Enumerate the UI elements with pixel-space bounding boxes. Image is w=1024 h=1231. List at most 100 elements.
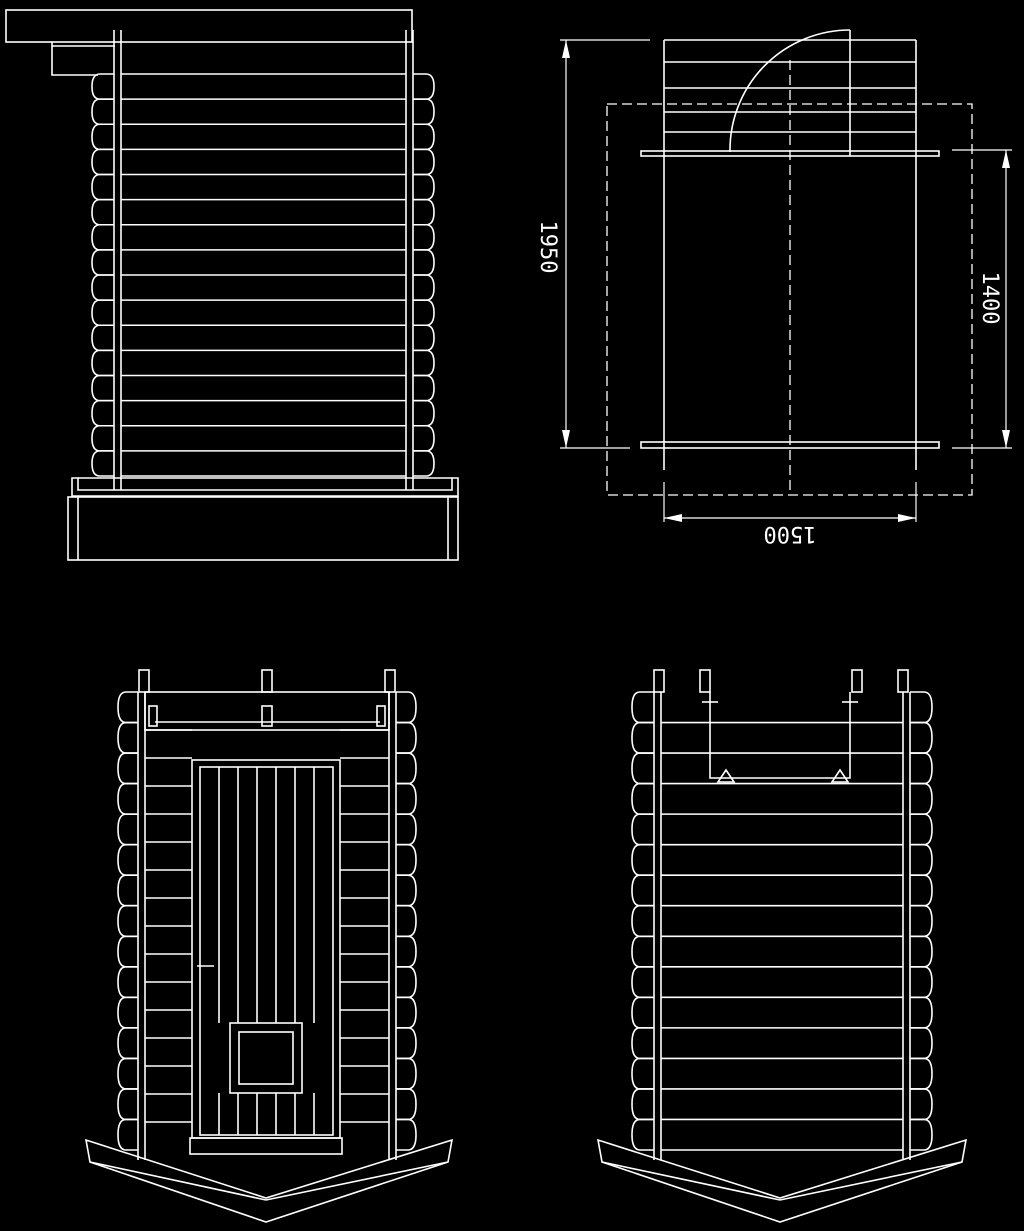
roof-beam-end-center xyxy=(261,669,273,693)
log-end-right xyxy=(396,966,417,999)
log-end-right xyxy=(910,1118,933,1151)
log-end-left xyxy=(91,223,114,251)
log-end-right xyxy=(910,843,933,876)
plan-view: 1950 1400 1500 xyxy=(535,29,1012,546)
door-threshold xyxy=(189,1137,343,1155)
log-end-right xyxy=(413,148,435,176)
door-swing-arc xyxy=(729,29,851,153)
log-end-left xyxy=(631,1088,654,1121)
log-end-right xyxy=(396,721,417,754)
log-end-left xyxy=(117,752,138,785)
log-end-left xyxy=(117,874,138,907)
log-end-right xyxy=(413,299,435,327)
rear-support-left xyxy=(716,768,736,783)
log-end-right xyxy=(910,721,933,754)
log-end-right xyxy=(910,813,933,846)
rear-support-right xyxy=(830,768,850,783)
plan-sill-top xyxy=(640,150,940,157)
log-end-right xyxy=(910,904,933,938)
log-end-right xyxy=(413,399,435,427)
log-end-left xyxy=(631,721,654,754)
log-end-left xyxy=(91,73,114,100)
log-end-right xyxy=(413,223,435,251)
log-end-left xyxy=(631,1118,654,1151)
log-end-right xyxy=(396,935,417,968)
front-log-courses xyxy=(117,691,417,1151)
log-end-left xyxy=(631,904,654,938)
rear-base-inner xyxy=(601,1161,781,1201)
log-end-left xyxy=(117,843,138,876)
log-end-left xyxy=(91,148,114,176)
log-end-left xyxy=(631,813,654,846)
log-end-right xyxy=(396,1118,417,1151)
log-end-right xyxy=(413,173,435,201)
log-end-left xyxy=(631,1027,654,1060)
roof-beam-end-right xyxy=(384,669,396,693)
log-end-right xyxy=(413,274,435,301)
log-end-left xyxy=(117,1118,138,1151)
log-end-left xyxy=(117,935,138,968)
dim-1500-arrow-left xyxy=(664,514,682,522)
gable-frame xyxy=(144,691,390,731)
log-end-right xyxy=(413,450,435,477)
side-elevation-view xyxy=(5,9,459,561)
log-end-right xyxy=(910,782,933,815)
log-end-right xyxy=(396,752,417,785)
log-end-left xyxy=(117,721,138,754)
rear-log-courses xyxy=(631,691,933,1151)
door-frame xyxy=(191,759,341,1139)
roof-beam-end-left xyxy=(138,669,150,693)
log-end-right xyxy=(910,1057,933,1090)
log-end-left xyxy=(91,249,114,276)
dim-1950-arrow-bottom xyxy=(562,430,570,448)
plan-sill-bottom xyxy=(640,441,940,449)
log-end-left xyxy=(117,1088,138,1121)
front-elevation-view xyxy=(84,669,454,1223)
log-end-right xyxy=(396,843,417,876)
dim-1950-arrow-top xyxy=(562,40,570,58)
dimension-1500-label: 1500 xyxy=(764,521,817,546)
log-end-right xyxy=(910,691,933,724)
log-end-left xyxy=(631,874,654,907)
log-end-right xyxy=(910,752,933,785)
log-end-right xyxy=(910,966,933,999)
dim-1500-arrow-right xyxy=(898,514,916,522)
log-end-left xyxy=(117,691,138,724)
log-end-right xyxy=(396,1027,417,1060)
log-end-right xyxy=(910,1088,933,1121)
log-end-left xyxy=(631,691,654,724)
rear-bracket xyxy=(709,692,851,779)
log-end-right xyxy=(413,424,435,452)
front-base-inner xyxy=(89,1161,267,1201)
log-end-left xyxy=(117,1027,138,1060)
log-end-right xyxy=(910,935,933,968)
log-end-left xyxy=(91,450,114,477)
dimension-1400-label: 1400 xyxy=(977,272,1002,325)
log-end-left xyxy=(91,198,114,226)
gable-block-left xyxy=(148,705,158,727)
dim-1400-arrow-bottom xyxy=(1002,430,1010,448)
side-log-courses xyxy=(91,73,435,477)
log-end-right xyxy=(396,1088,417,1121)
rear-beam-end-2 xyxy=(699,669,711,693)
log-end-right xyxy=(396,996,417,1029)
log-end-right xyxy=(396,1057,417,1090)
log-end-right xyxy=(413,123,435,151)
log-end-right xyxy=(910,996,933,1029)
log-end-right xyxy=(413,249,435,276)
log-end-left xyxy=(631,1057,654,1090)
gable-block-center xyxy=(261,705,273,727)
log-end-right xyxy=(910,1027,933,1060)
log-end-left xyxy=(117,813,138,846)
dim-1400-arrow-top xyxy=(1002,150,1010,168)
log-end-right xyxy=(396,782,417,815)
log-end-right xyxy=(413,324,435,352)
rear-beam-end-1 xyxy=(653,669,665,693)
log-end-left xyxy=(91,424,114,452)
log-end-left xyxy=(91,349,114,377)
log-end-right xyxy=(396,813,417,846)
log-end-left xyxy=(117,904,138,938)
dimension-1950-label: 1950 xyxy=(535,221,560,274)
log-end-left xyxy=(117,782,138,815)
